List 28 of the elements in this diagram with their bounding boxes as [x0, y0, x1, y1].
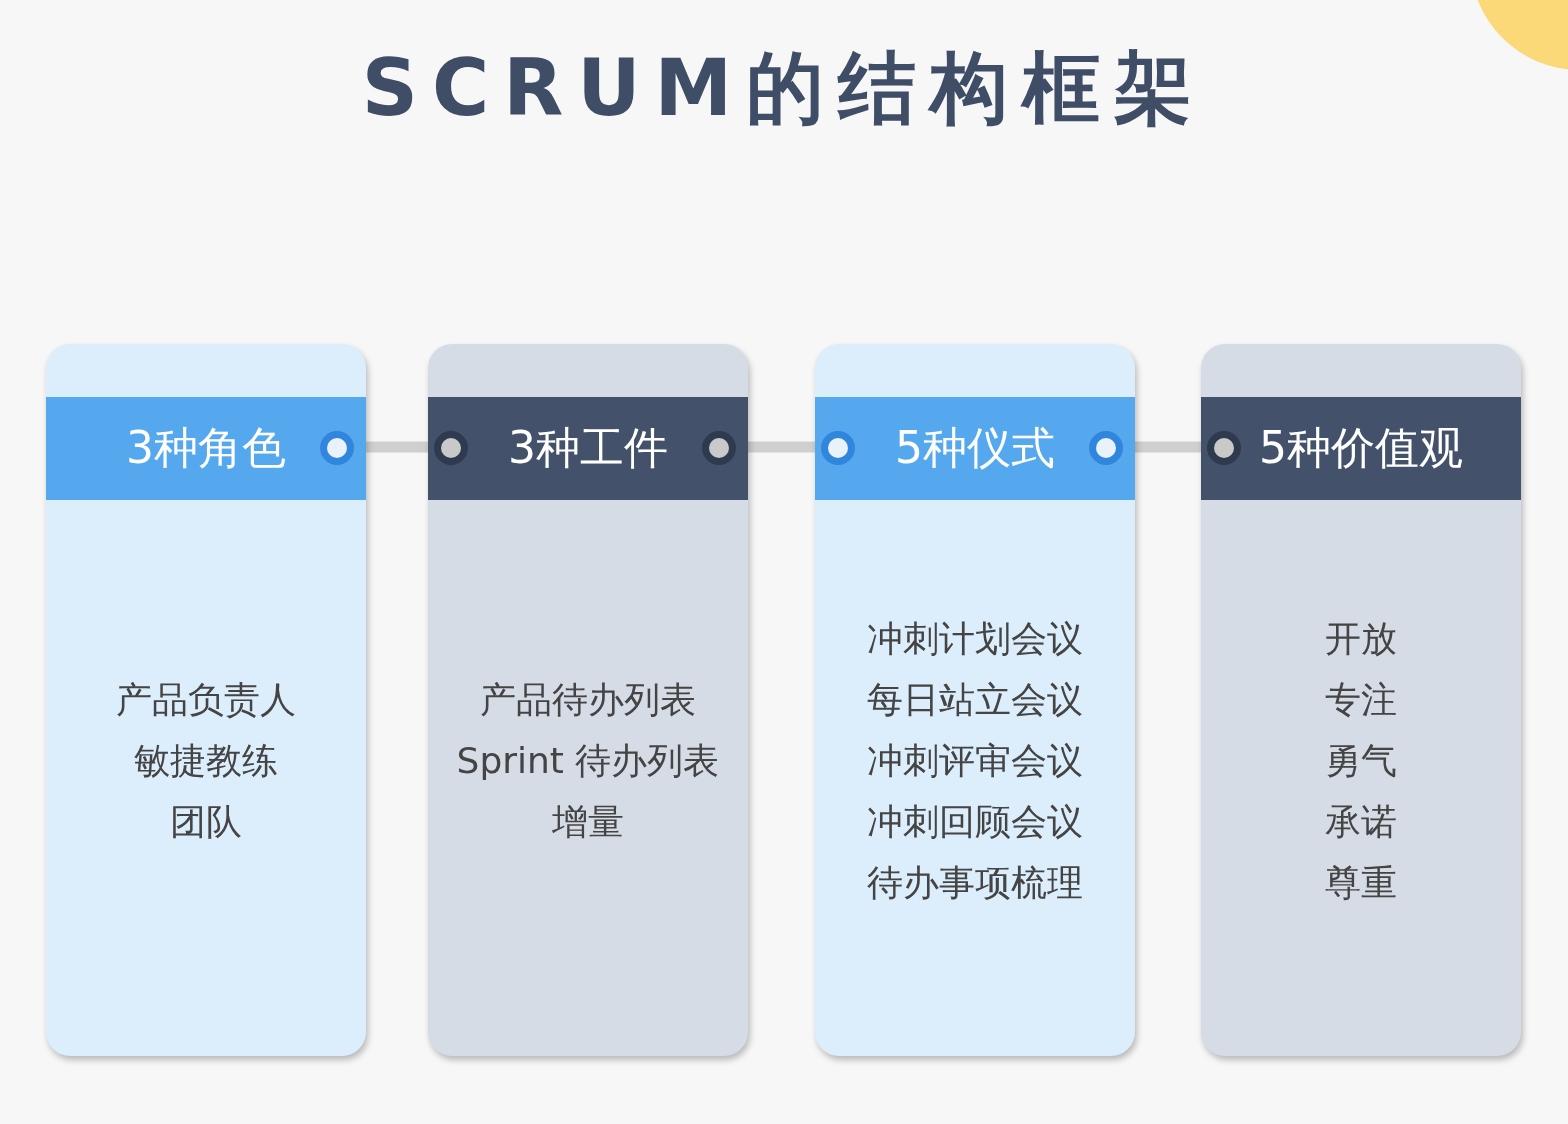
list-item: 每日站立会议 — [867, 677, 1083, 722]
list-item: 待办事项梳理 — [867, 860, 1083, 905]
card — [428, 344, 748, 1056]
list-item: 团队 — [170, 799, 242, 844]
list-item: 冲刺评审会议 — [867, 738, 1083, 783]
heading: 3种工件 — [508, 421, 668, 475]
list-item: 承诺 — [1325, 799, 1397, 844]
list-item: 产品待办列表 — [480, 677, 696, 722]
list-item: Sprint 待办列表 — [456, 738, 720, 783]
card — [1201, 344, 1521, 1056]
heading: 3种角色 — [126, 421, 286, 475]
connector-rod — [748, 441, 815, 453]
list-item: 开放 — [1325, 616, 1397, 661]
connector-rod — [366, 441, 428, 453]
list-item: 敏捷教练 — [134, 738, 278, 783]
connector-rod — [1135, 441, 1201, 453]
list-item: 增量 — [552, 799, 624, 844]
list-item: 冲刺计划会议 — [867, 616, 1083, 661]
list-item: 勇气 — [1325, 738, 1397, 783]
list-item: 尊重 — [1325, 860, 1397, 905]
heading: 5种仪式 — [895, 421, 1055, 475]
title: SCRUM的结构框架 — [360, 42, 1208, 135]
heading: 5种价值观 — [1259, 421, 1463, 475]
card — [815, 344, 1135, 1056]
list-item: 产品负责人 — [116, 677, 296, 722]
card — [46, 344, 366, 1056]
list-item: 冲刺回顾会议 — [867, 799, 1083, 844]
list-item: 专注 — [1325, 677, 1397, 722]
